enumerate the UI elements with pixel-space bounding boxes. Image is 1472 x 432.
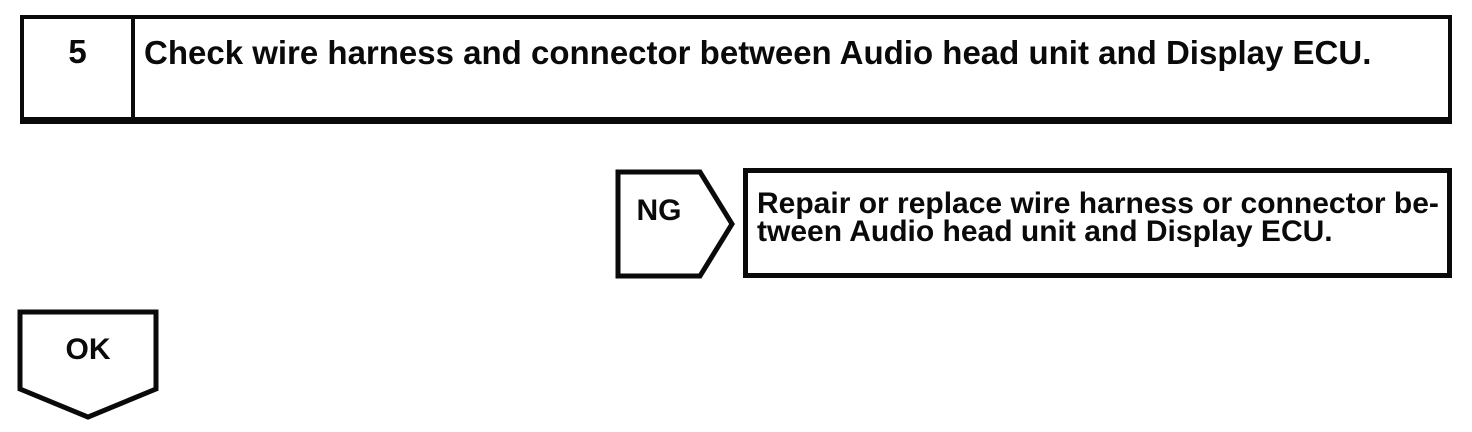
ok-label: OK: [65, 332, 111, 366]
ng-action-line-2: tween Audio head unit and Display ECU.: [757, 215, 1333, 248]
ng-label: NG: [636, 194, 682, 227]
step-number: 5: [24, 19, 135, 117]
ng-action-box: Repair or replace wire harness or connec…: [743, 168, 1452, 278]
ng-action-line-1: Repair or replace wire harness or connec…: [757, 187, 1439, 220]
step-box: 5 Check wire harness and connector betwe…: [20, 15, 1452, 124]
ng-connector-shape: NG: [615, 169, 735, 279]
ok-connector-shape: OK: [17, 309, 159, 420]
ok-pentagon-icon: [17, 309, 159, 420]
step-instruction: Check wire harness and connector between…: [144, 34, 1372, 71]
ng-pentagon-icon: [615, 169, 735, 279]
